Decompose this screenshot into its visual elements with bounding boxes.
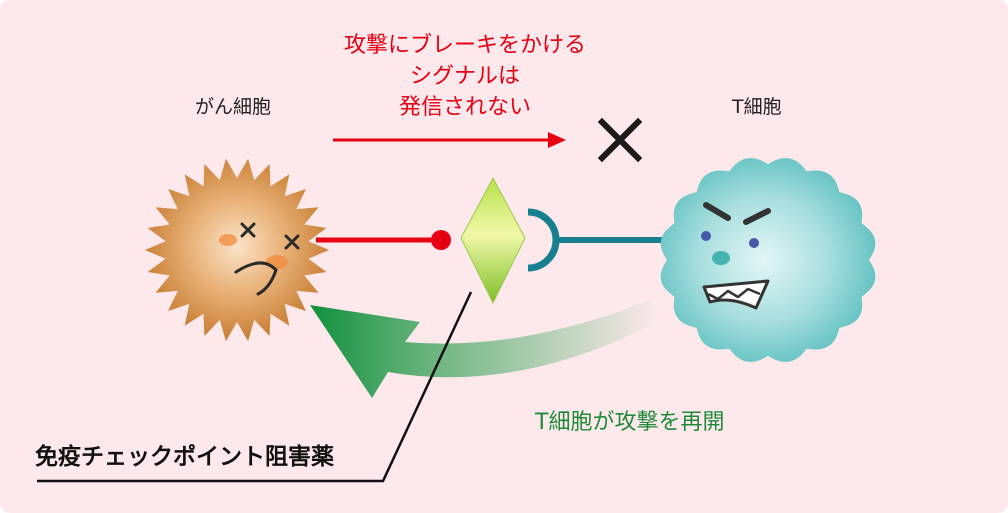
drug-pointer-line (37, 291, 473, 483)
cancer-cell-body (145, 158, 329, 342)
t-cell-brow-left (703, 202, 731, 221)
drug-label: 免疫チェックポイント阻害薬 (35, 444, 334, 470)
signal-note: 攻撃にブレーキをかける シグナルは 発信されない (250, 30, 680, 123)
signal-note-line1: 攻撃にブレーキをかける (343, 33, 586, 58)
t-cell-brow-right (743, 208, 771, 225)
signal-arrow-head (548, 132, 566, 148)
ligand-dot (431, 230, 451, 250)
cancer-eye-left-icon (240, 222, 256, 238)
receptor-cup (527, 208, 560, 272)
t-cell-nose (712, 251, 730, 265)
signal-note-line3: 発信されない (398, 95, 531, 120)
checkpoint-inhibitor-drug (460, 176, 526, 305)
reattack-label: T細胞が攻撃を再開 (535, 410, 725, 435)
reattack-arrow (310, 300, 665, 398)
cancer-cell (145, 158, 329, 342)
t-cell-label: T細胞 (732, 96, 782, 118)
t-cell-teeth (707, 287, 761, 301)
cancer-blush-right (266, 255, 288, 269)
cancer-cell-label: がん細胞 (195, 96, 272, 118)
signal-note-line2: シグナルは (409, 64, 520, 89)
cancer-eye-right-icon (284, 234, 300, 250)
t-cell-body (660, 158, 876, 362)
t-cell-eye-right-icon (749, 238, 759, 248)
blocked-x-icon (597, 117, 643, 163)
cancer-blush-left (219, 234, 237, 246)
t-cell-eye-left-icon (701, 231, 711, 241)
cancer-mouth (234, 261, 278, 296)
t-cell (660, 158, 876, 362)
